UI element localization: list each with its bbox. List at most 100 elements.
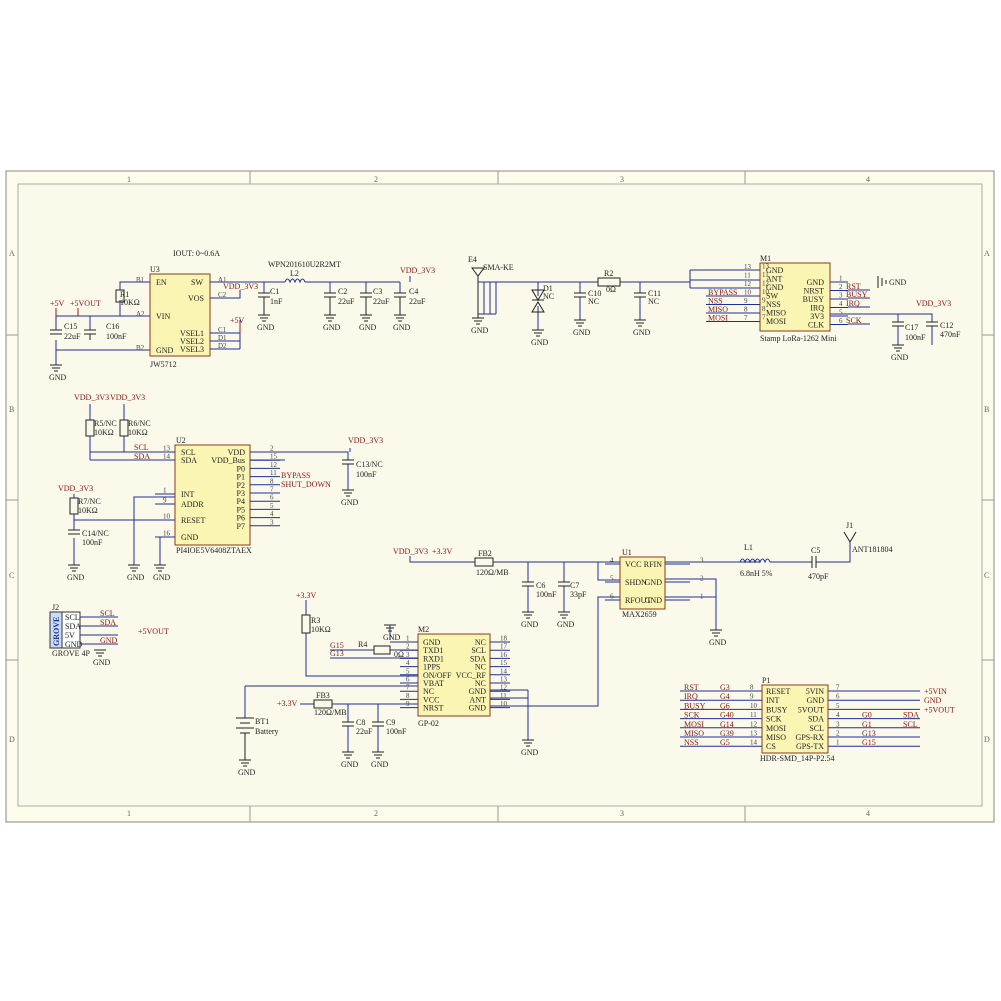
ground-icon (522, 611, 534, 619)
m1-pins-num: 1 (839, 275, 843, 283)
p1-left-net: RST (684, 683, 699, 692)
p1-left-pin-name: RESET (766, 687, 791, 696)
c3-ref: C3 (373, 287, 382, 296)
p1-right-pin-name: 5VIN (806, 687, 824, 696)
ground-label: GND (341, 760, 359, 769)
c7-val: 33pF (570, 590, 587, 599)
m2-right-pin-name: NC (475, 638, 486, 647)
ground-label: GND (341, 498, 359, 507)
c2-ref: C2 (338, 287, 347, 296)
lora-section: E4 SMA-KE D1 NC R2 0Ω C10 NC C11 NC M1 S… (468, 254, 961, 345)
c12-ref: C12 (940, 321, 953, 330)
c11-val: NC (648, 297, 659, 306)
u3-pn-a2: A2 (136, 310, 145, 318)
m1-left-net-MISO: MISO (708, 305, 728, 314)
u2-ref: U2 (176, 436, 186, 445)
m1-part: Stamp LoRa-1262 Mini (760, 334, 837, 343)
lna-vdd-label: VDD_3V3 (393, 547, 428, 556)
ground-label: GND (573, 328, 591, 337)
u2-right-pin-name: P5 (237, 505, 245, 514)
c5-val: 470pF (808, 572, 829, 581)
ground-label: GND (67, 573, 85, 582)
ground-label: GND (891, 353, 909, 362)
r7-ref: R7/NC (78, 497, 101, 506)
c6-ref: C6 (536, 581, 545, 590)
grid-row-left-B: B (9, 405, 14, 414)
m1-pins-num: 2 (839, 283, 843, 291)
u2-left-pin-number: 13 (163, 445, 171, 453)
u3-pin-vsel2: VSEL2 (180, 337, 204, 346)
grid-col-top-2: 2 (374, 175, 378, 184)
m1-gnd-flag-icon (877, 276, 887, 288)
u2-right-pin-name: P0 (237, 464, 245, 473)
p1-left-gpio: G4 (720, 692, 730, 701)
grove-net-SCL: SCL (100, 609, 115, 618)
u3-pin-vos: VOS (188, 294, 204, 303)
e4-ref: E4 (468, 255, 477, 264)
p1-left-pin-number: 9 (750, 693, 754, 701)
grove-label: GROVE (52, 617, 61, 646)
ground-icon (154, 564, 166, 572)
u1-right-pin-name: GND (645, 578, 663, 587)
p1-right-gpio: G13 (862, 729, 876, 738)
m2-left-pin-name: VBAT (423, 679, 444, 688)
r6-val: 10KΩ (128, 428, 148, 437)
u3-pin-en: EN (156, 278, 167, 287)
p1-right-pin-name: 5VOUT (798, 705, 824, 714)
m1-pins-name: GND (766, 283, 784, 292)
r7-val: 10KΩ (78, 506, 98, 515)
u2-left-pin-name: GND (181, 533, 199, 542)
c13-val: 100nF (356, 470, 377, 479)
ground-label: GND (521, 748, 539, 757)
ground-label: GND (383, 633, 401, 642)
ground-label: GND (531, 338, 549, 347)
p1-left-pin-name: MOSI (766, 724, 786, 733)
grid-col-top-1: 1 (127, 175, 131, 184)
u1-right-pin-number: 1 (700, 593, 704, 601)
m2-ref: M2 (418, 625, 429, 634)
p1-left-gpio: G5 (720, 738, 730, 747)
ground-label: GND (521, 620, 539, 629)
u1-right-pin-name: GND (645, 596, 663, 605)
m1-right-net-RST: RST (846, 282, 861, 291)
u1-left-pin-name: VCC (625, 560, 641, 569)
grid-row-right-D: D (984, 735, 990, 744)
m2-right-pin-number: 13 (500, 676, 508, 684)
io-net-sda: SDA (134, 452, 150, 461)
u2-right-pin-number: 11 (270, 469, 277, 477)
c10-ref: C10 (588, 289, 601, 298)
m1-pins-name: MOSI (766, 317, 786, 326)
r1-val: 10KΩ (120, 298, 140, 307)
p1-left-pin-number: 8 (750, 684, 754, 692)
u3-pn-d1: D1 (218, 334, 227, 342)
p1-right-pin-number: 1 (836, 739, 840, 747)
u2-part: PI4IOE5V6408ZTAEX (176, 546, 252, 555)
p1-left-gpio: G14 (720, 720, 734, 729)
p1-right-net: GND (924, 696, 942, 705)
u3-pin-vsel3: VSEL3 (180, 345, 204, 354)
lna-3v3-label: +3.3V (432, 547, 453, 556)
u1-left-pin-name: RFOUT (625, 596, 651, 605)
p1-left-net: MOSI (684, 720, 704, 729)
m2-left-pin-number: 6 (406, 676, 410, 684)
m1-left-pin-number: 12 (744, 280, 752, 288)
u3-pin-sw: SW (191, 278, 203, 287)
u1-left-pin-number: 6 (610, 593, 614, 601)
ground-icon (342, 751, 354, 759)
u3-body (149, 273, 211, 357)
u3-pin-gnd: GND (156, 346, 174, 355)
m1-pins-num: 3 (839, 292, 843, 300)
ground-label: GND (238, 768, 256, 777)
grove-part: GROVE 4P (52, 649, 91, 658)
grid-col-top-3: 3 (620, 175, 624, 184)
p1-left-pin-number: 11 (750, 711, 757, 719)
u3-pn-b1: B1 (136, 276, 145, 284)
c10-val: NC (588, 297, 599, 306)
ground-icon (892, 344, 904, 352)
r6-ref: R6/NC (128, 419, 151, 428)
grove-net-+5VOUT: +5VOUT (138, 627, 169, 636)
r4-val: 0Ω (394, 650, 404, 659)
grove-ref: J2 (52, 603, 59, 612)
m1-pins-num: 5 (839, 309, 843, 317)
